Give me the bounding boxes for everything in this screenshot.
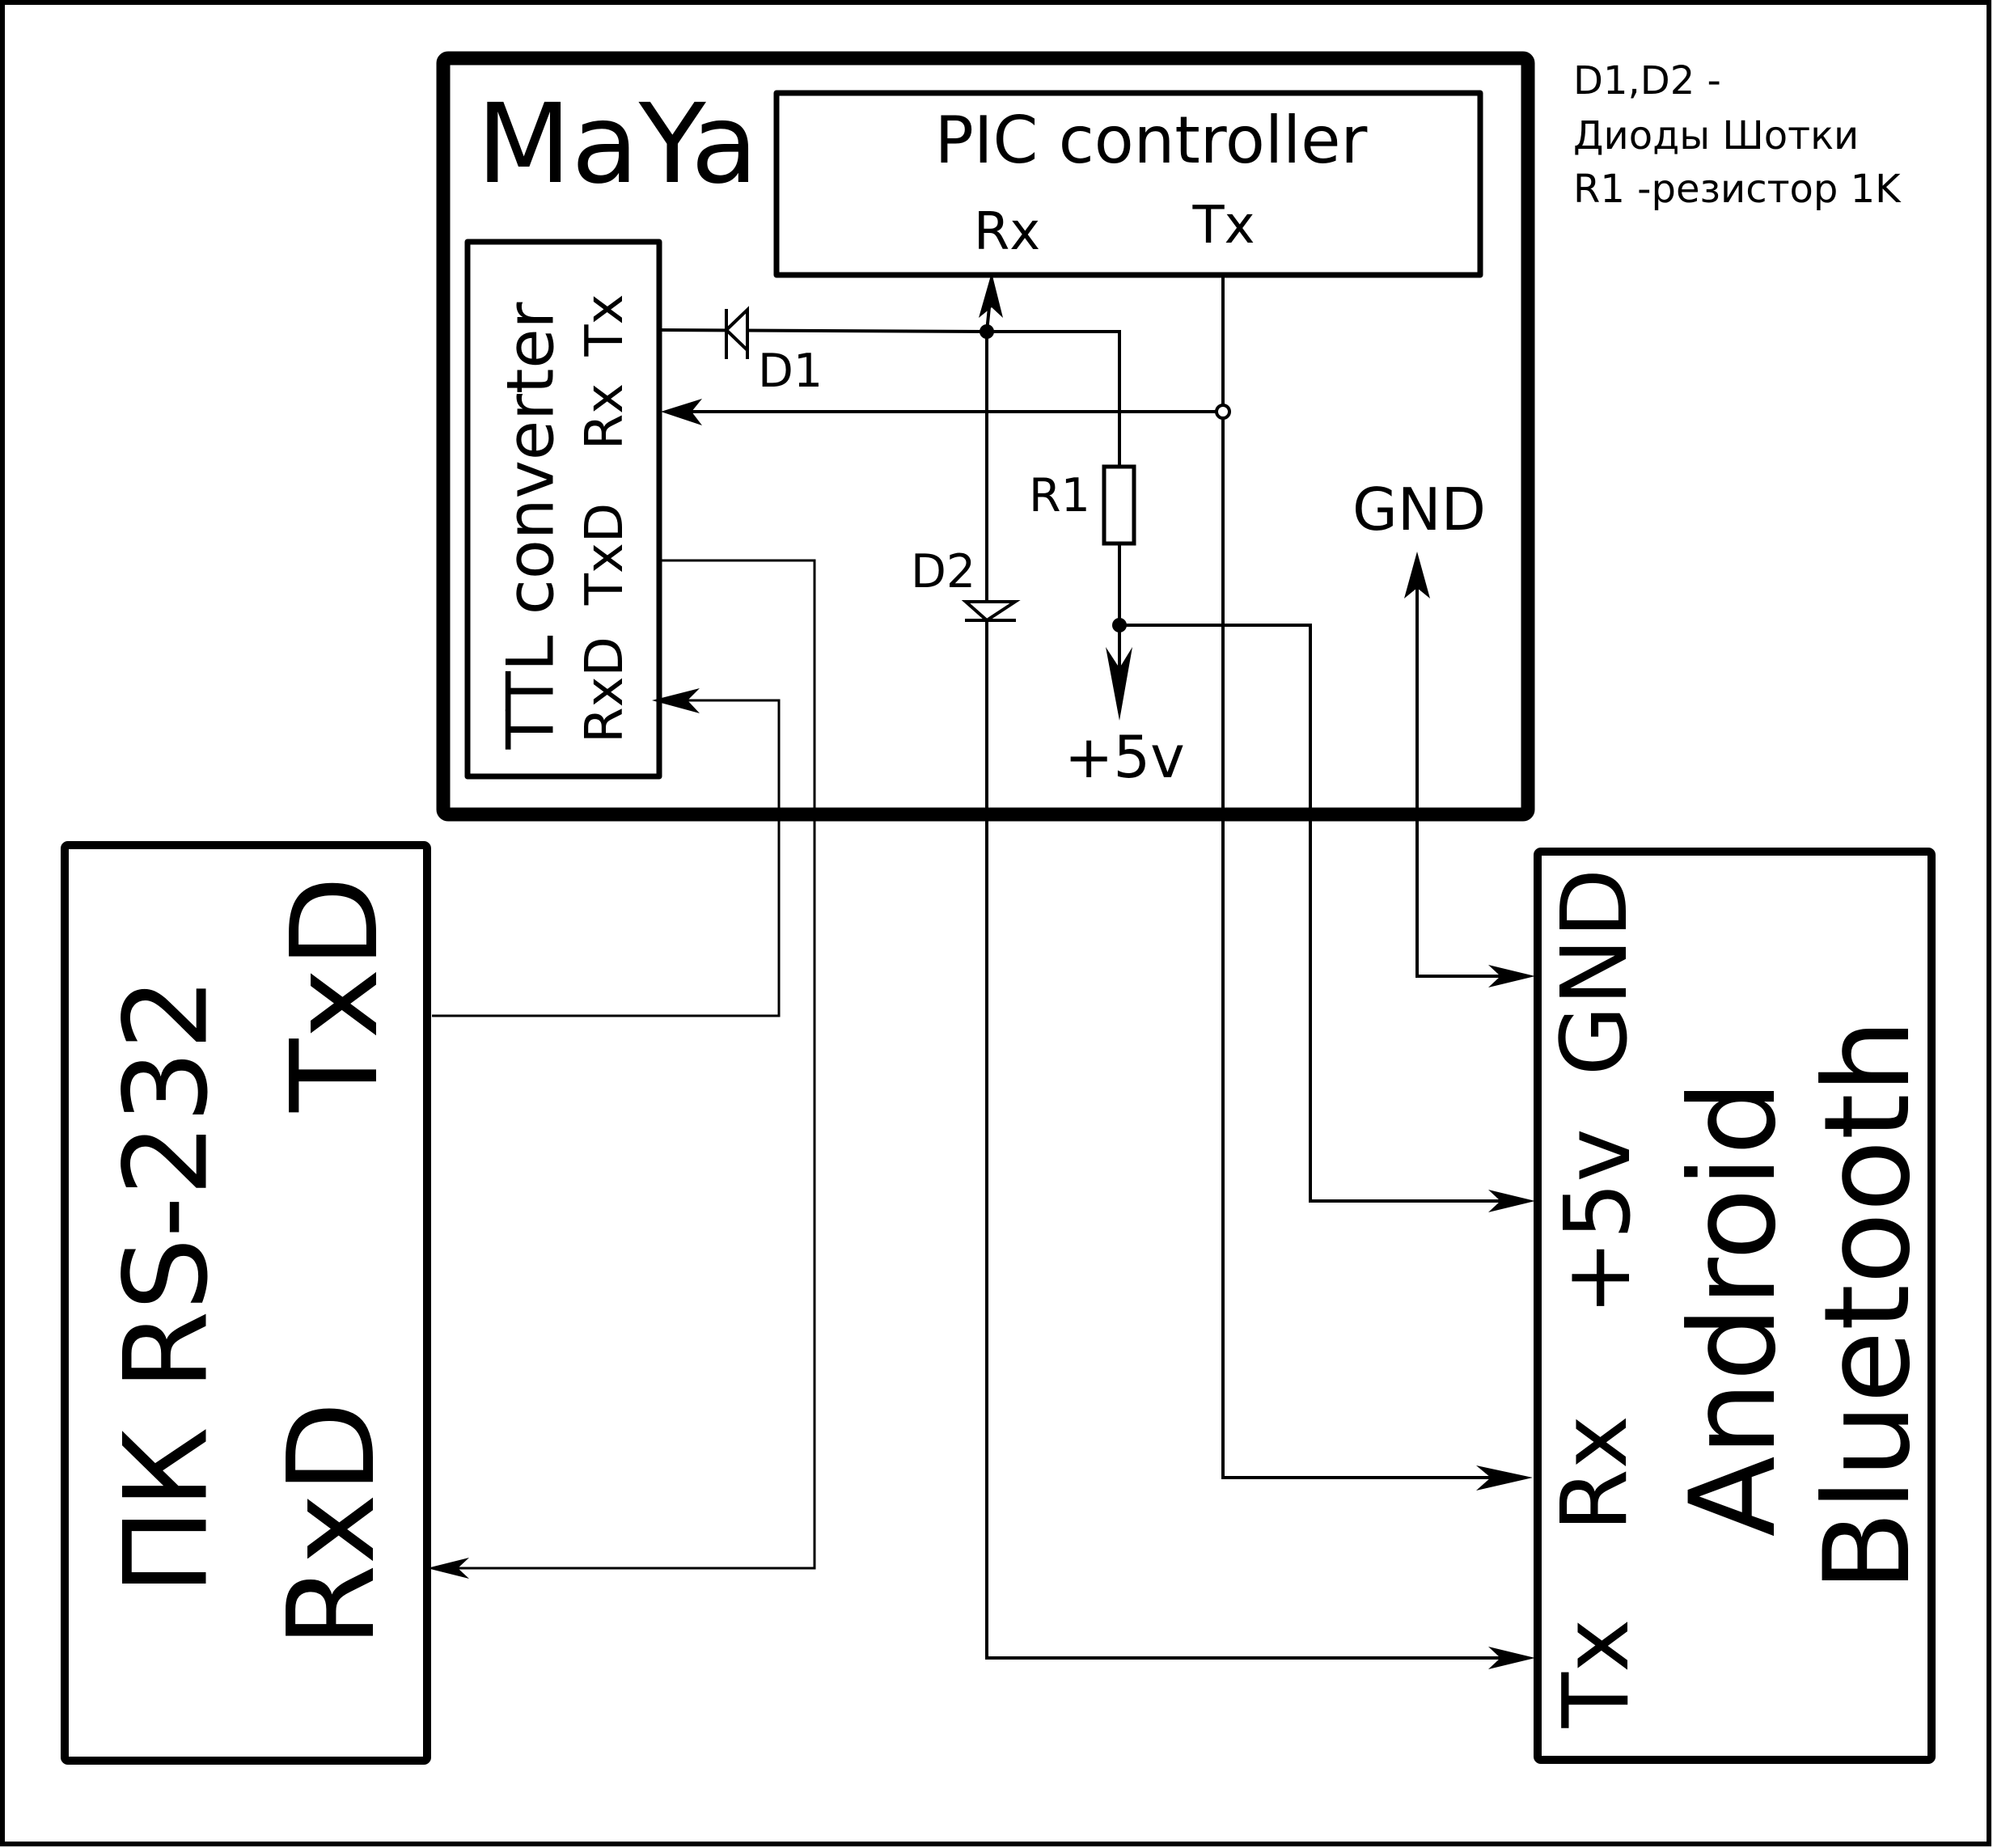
arrow-left-icon [661, 399, 702, 425]
arrow-right-icon [1476, 1465, 1533, 1491]
ttl-rxd-label: RxD [575, 636, 635, 743]
maya-block: MaYa PIC controller Rx Tx TTL converter … [427, 51, 1535, 1669]
android-rx-label: Rx [1542, 1415, 1648, 1532]
pc-txd-label: TxD [265, 876, 404, 1113]
wire-pc-txd-ttl-rxd [432, 688, 781, 1017]
pic-rx-label: Rx [974, 202, 1040, 262]
arrow-right-icon [1488, 1190, 1535, 1212]
pc-rs232-title: ПК RS-232 [100, 977, 234, 1595]
open-junction-tx [1215, 404, 1231, 420]
ttl-converter-title: TTL converter [493, 302, 569, 750]
wire-pic-tx [661, 276, 1533, 1491]
android-bluetooth-block: GND +5v Rx Tx Android Bluetooth [1534, 848, 1936, 1764]
d1-label: D1 [758, 345, 823, 398]
ttl-tx-label: Tx [575, 294, 635, 357]
arrow-up-gnd-icon [1404, 552, 1430, 598]
arrow-left-icon [652, 688, 700, 713]
legend-line-2: Диоды Шотки [1573, 113, 1859, 159]
legend-line-3: R1 -резистор 1K [1573, 167, 1902, 212]
legend: D1,D2 - Диоды Шотки R1 -резистор 1K [1573, 58, 1902, 212]
wire-rx-d2-android [985, 332, 1535, 1669]
gnd-label: GND [1352, 476, 1486, 543]
wire-gnd-android [1404, 552, 1535, 987]
arrow-up-icon [979, 273, 1003, 318]
pc-rs232-block: ПК RS-232 TxD RxD [61, 841, 431, 1765]
pic-tx-label: Tx [1192, 196, 1255, 256]
ttl-rx-label: Rx [575, 383, 635, 450]
wire-ttl-tx-d1 [658, 328, 1121, 467]
plus5v-label: +5v [1064, 723, 1185, 791]
r1-label: R1 [1029, 469, 1090, 522]
pc-rxd-label: RxD [262, 1402, 401, 1647]
android-5v-label: +5v [1546, 1128, 1651, 1315]
diode-d1-icon [724, 306, 749, 359]
ttl-converter: TTL converter RxD TxD Rx Tx [464, 239, 662, 780]
maya-title: MaYa [476, 81, 758, 209]
wire-to-pic-rx [979, 273, 1003, 332]
wire-ttl-txd-pc-rxd [427, 559, 816, 1579]
android-gnd-label: GND [1542, 869, 1648, 1076]
android-title: Android [1665, 1080, 1802, 1537]
android-bluetooth-box [1534, 848, 1936, 1764]
resistor-r1-icon [1102, 464, 1136, 546]
pc-rs232-box [61, 841, 431, 1765]
android-tx-label: Tx [1544, 1619, 1649, 1729]
arrow-right-icon [1488, 965, 1535, 987]
arrow-right-icon [1488, 1647, 1535, 1669]
wire-5v-android [1119, 624, 1535, 1212]
ttl-txd-label: TxD [575, 503, 635, 606]
arrow-down-5v-icon [1106, 647, 1132, 721]
legend-line-1: D1,D2 - [1573, 58, 1721, 104]
bluetooth-title: Bluetooth [1799, 1019, 1936, 1592]
pic-controller: PIC controller Rx Tx [773, 90, 1483, 278]
pic-controller-title: PIC controller [935, 103, 1368, 178]
arrow-left-icon [427, 1558, 469, 1579]
pic-controller-box [773, 90, 1483, 278]
diode-d2-icon [961, 600, 1021, 623]
ttl-converter-box [464, 239, 662, 780]
d2-label: D2 [911, 545, 975, 598]
